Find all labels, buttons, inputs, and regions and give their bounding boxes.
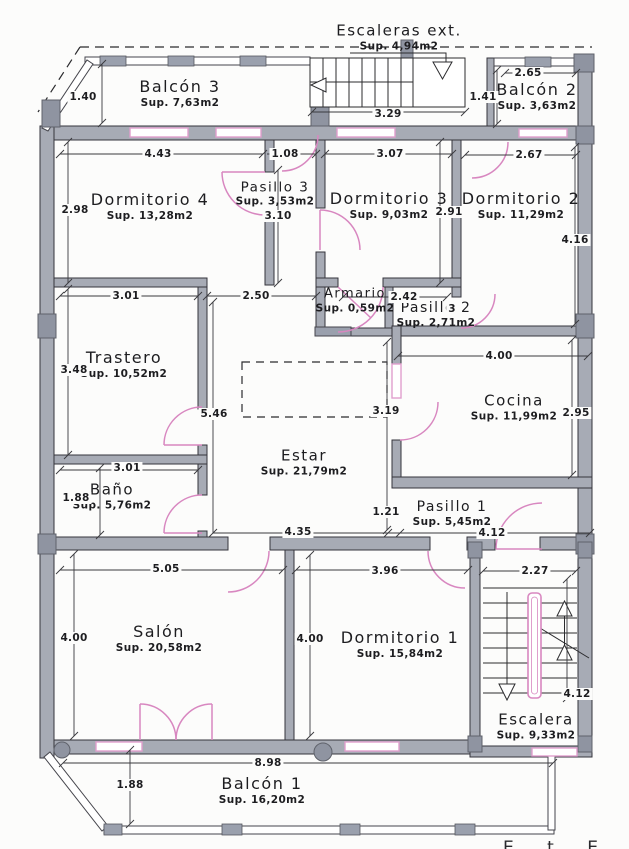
room-area: Sup. 5,45m2 <box>412 515 492 528</box>
room-label-balcon-2: Balcón 2 Sup. 3,63m2 <box>496 80 578 112</box>
room-area: Sup. 21,79m2 <box>260 465 348 478</box>
dim-label: 1.88 <box>60 492 92 504</box>
dim-label: 3.48 <box>58 364 90 376</box>
dim-label: 4.00 <box>483 350 515 362</box>
dim-label: 3.01 <box>111 462 143 474</box>
room-area: Sup. 11,29m2 <box>477 208 565 221</box>
dim-label: 4.35 <box>282 526 314 538</box>
room-name: Pasillo 3 <box>240 179 310 196</box>
dim-label: 4.43 <box>142 148 174 160</box>
dim-label: 3.01 <box>110 290 142 302</box>
room-label-pasillo-2: Pasillo 2 Sup. 2,71m2 <box>397 301 476 329</box>
dim-label: 4.00 <box>58 632 90 644</box>
room-area: Sup. 0,59m2 <box>315 302 395 315</box>
dim-label: 2.95 <box>560 407 592 419</box>
room-name: Pasillo 2 <box>400 300 472 317</box>
dim-label: 8.98 <box>252 757 284 769</box>
room-area: Sup. 2,71m2 <box>396 316 476 329</box>
dim-label: 1.21 <box>370 506 402 518</box>
room-label-armario: Armario Sup. 0,59m2 <box>316 288 395 315</box>
room-label-bano: Baño Sup. 5,76m2 <box>72 480 152 512</box>
room-name: Balcón 1 <box>221 774 303 794</box>
room-name: Pasillo 1 <box>416 499 488 516</box>
room-name: Trastero <box>85 348 163 368</box>
room-area: Sup. 10,52m2 <box>80 367 168 380</box>
room-area: Sup. 4,94m2 <box>359 40 439 53</box>
room-area: Sup. 5,76m2 <box>72 499 152 512</box>
dim-label: 3.07 <box>374 148 406 160</box>
room-area: Sup. 20,58m2 <box>115 641 203 654</box>
exterior-stairs <box>309 52 466 108</box>
windows-layer <box>95 127 578 757</box>
dim-label: 4.00 <box>294 633 326 645</box>
room-label-pasillo-1: Pasillo 1 Sup. 5,45m2 <box>413 500 492 528</box>
room-name: Baño <box>89 480 135 499</box>
room-name: Dormitorio 1 <box>340 628 460 648</box>
dim-label: 5.46 <box>198 408 230 420</box>
doors-layer <box>139 134 543 741</box>
dim-label: 2.98 <box>59 204 91 216</box>
dim-label: 2.50 <box>240 290 272 302</box>
room-area: Sup. 16,20m2 <box>218 793 306 806</box>
dim-label: 1.40 <box>67 91 99 103</box>
dim-label-stray: 3 <box>446 303 458 315</box>
dim-label: 2.67 <box>513 149 545 161</box>
room-area: Sup. 7,63m2 <box>140 96 220 109</box>
room-label-dormitorio-2: Dormitorio 2 Sup. 11,29m2 <box>461 189 581 221</box>
room-name: Balcón 3 <box>139 77 221 97</box>
dimension-ticks <box>55 59 595 829</box>
dim-label: 3.96 <box>369 565 401 577</box>
room-area: Sup. 3,53m2 <box>235 195 315 208</box>
dim-label: 2.42 <box>388 291 420 303</box>
dim-label: 3.10 <box>262 210 294 222</box>
dim-label: 4.12 <box>476 527 508 539</box>
armario-window <box>314 326 352 337</box>
room-area: Sup. 3,63m2 <box>497 99 577 112</box>
room-name: Dormitorio 3 <box>329 189 449 209</box>
dim-label: 3.29 <box>372 108 404 120</box>
room-name: Cocina <box>484 391 544 410</box>
room-label-estar: Estar Sup. 21,79m2 <box>260 446 348 478</box>
room-name: Dormitorio 4 <box>90 190 210 210</box>
dim-label: 2.65 <box>512 67 544 79</box>
room-area: Sup. 15,84m2 <box>356 647 444 660</box>
room-name: Escaleras ext. <box>336 21 462 40</box>
room-name: Balcón 2 <box>496 80 578 100</box>
room-label-balcon-1: Balcón 1 Sup. 16,20m2 <box>218 774 306 806</box>
columns <box>37 39 595 762</box>
room-label-balcon-3: Balcón 3 Sup. 7,63m2 <box>139 77 221 109</box>
dim-label: 1.41 <box>467 91 499 103</box>
room-name: Armario <box>323 286 387 302</box>
dim-label: 2.91 <box>433 206 465 218</box>
dim-label: 4.12 <box>561 688 593 700</box>
room-name: Dormitorio 2 <box>461 189 581 209</box>
dim-label: 5.05 <box>150 563 182 575</box>
dim-label: 1.08 <box>269 148 301 160</box>
room-label-dormitorio-3: Dormitorio 3 Sup. 9,03m2 <box>329 189 449 221</box>
dim-label: 3.19 <box>370 405 402 417</box>
room-label-trastero: Trastero Sup. 10,52m2 <box>80 348 168 380</box>
room-area: Sup. 9,03m2 <box>349 208 429 221</box>
room-label-salon: Salón Sup. 20,58m2 <box>115 622 203 654</box>
room-label-dormitorio-4: Dormitorio 4 Sup. 13,28m2 <box>90 190 210 222</box>
room-name: Salón <box>133 622 185 642</box>
room-name: Escalera <box>498 710 574 729</box>
room-label-dormitorio-1: Dormitorio 1 Sup. 15,84m2 <box>340 628 460 660</box>
dim-label: 1.88 <box>114 779 146 791</box>
room-area: Sup. 11,99m2 <box>470 410 558 423</box>
room-label-pasillo-3: Pasillo 3 Sup. 3,53m2 <box>236 180 315 207</box>
room-name: Estar <box>280 446 328 465</box>
interior-stairs <box>483 587 590 702</box>
dim-label: 2.27 <box>519 565 551 577</box>
room-label-cocina: Cocina Sup. 11,99m2 <box>470 391 558 423</box>
room-label-escaleras-ext: Escaleras ext. Sup. 4,94m2 <box>336 21 462 53</box>
dim-label: 4.16 <box>559 234 591 246</box>
room-label-escalera: Escalera Sup. 9,33m2 <box>496 710 576 742</box>
room-area: Sup. 9,33m2 <box>496 729 576 742</box>
room-area: Sup. 13,28m2 <box>106 209 194 222</box>
partial-caption-text: E t E <box>503 838 612 849</box>
